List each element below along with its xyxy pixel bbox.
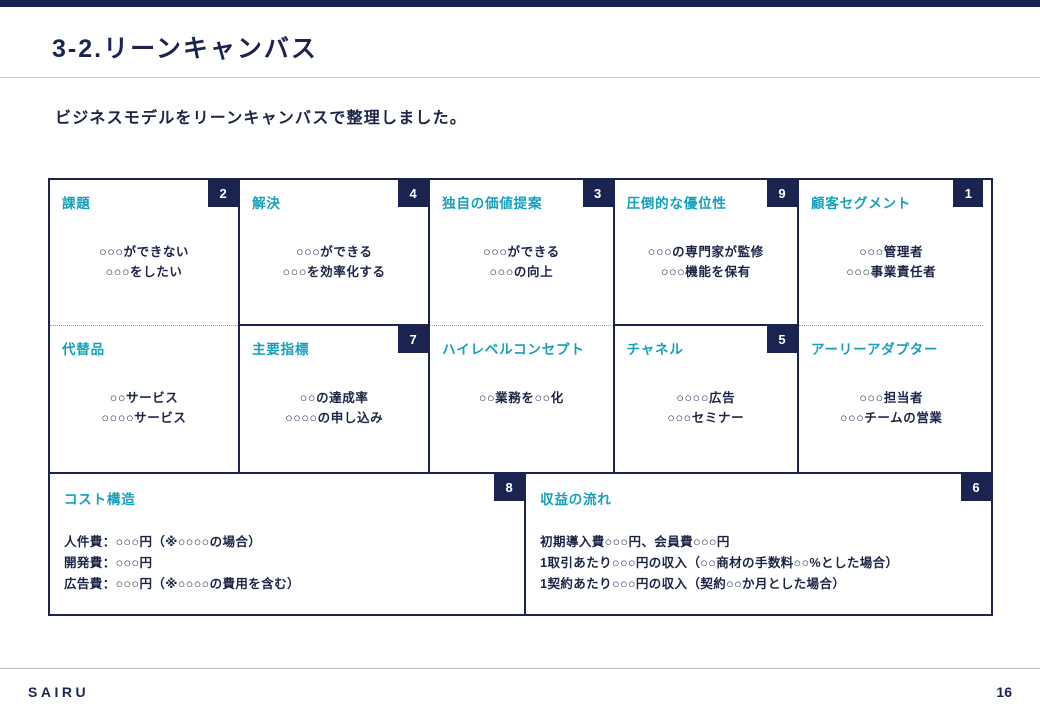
canvas-cell-cost-structure[interactable]: コスト構造 8 人件費：○○○円（※○○○○の場合） 開発費：○○○円 広告費：… — [50, 474, 527, 616]
cell-body-line: ○○○の専門家が監修 — [647, 245, 764, 259]
cell-body-line: ○○○○の申し込み — [285, 411, 384, 425]
cell-body: ○○○の専門家が監修 ○○○機能を保有 — [615, 242, 797, 282]
cell-body-line: ○○○ができる — [483, 245, 560, 259]
cell-body-line: ○○サービス — [109, 391, 179, 405]
cell-title: チャネル — [626, 342, 684, 357]
cell-body-line: ○○○チームの営業 — [839, 411, 943, 425]
cell-badge: 5 — [767, 326, 797, 353]
canvas-column-unfair-advantage: 圧倒的な優位性 9 ○○○の専門家が監修 ○○○機能を保有 チャネル 5 ○○○… — [614, 180, 799, 472]
footer-page-number: 16 — [996, 684, 1012, 700]
cell-body-line: ○○○○サービス — [101, 411, 187, 425]
lean-canvas: 課題 2 ○○○ができない ○○○をしたい 代替品 ○○サービス ○○○○サービ… — [48, 178, 993, 616]
top-accent-bar — [0, 0, 1040, 7]
cell-body: ○○○○広告 ○○○セミナー — [615, 388, 797, 428]
cell-title: 代替品 — [62, 342, 105, 357]
cell-body-line: ○○○セミナー — [667, 411, 745, 425]
canvas-cell-high-level-concept[interactable]: ハイレベルコンセプト ○○業務を○○化 — [430, 326, 612, 472]
canvas-cell-key-metrics[interactable]: 主要指標 7 ○○の達成率 ○○○○の申し込み — [240, 326, 429, 472]
canvas-column-customer-segments: 顧客セグメント 1 ○○○管理者 ○○○事業責任者 アーリーアダプター ○○○担… — [799, 180, 984, 472]
cell-title: コスト構造 — [64, 492, 136, 507]
cell-title: 収益の流れ — [540, 492, 612, 507]
cell-body-line: ○○○機能を保有 — [660, 265, 751, 279]
cell-body-line: 1取引あたり○○○円の収入（○○商材の手数料○○%とした場合） — [540, 556, 899, 570]
cell-title: 解決 — [252, 196, 281, 211]
canvas-cell-customer-segments[interactable]: 顧客セグメント 1 ○○○管理者 ○○○事業責任者 — [799, 180, 984, 326]
cell-body-line: ○○業務を○○化 — [478, 391, 564, 405]
cell-body-line: ○○○ができない — [99, 245, 190, 259]
cell-badge: 9 — [767, 180, 797, 207]
canvas-cell-unique-value-proposition[interactable]: 独自の価値提案 3 ○○○ができる ○○○の向上 — [430, 180, 613, 326]
cell-body: ○○○ができる ○○○を効率化する — [240, 242, 428, 282]
cell-body-line: ○○○の向上 — [489, 265, 554, 279]
cell-title: 独自の価値提案 — [442, 196, 543, 211]
header-divider — [0, 77, 1040, 78]
cell-body-line: ○○○事業責任者 — [846, 265, 937, 279]
lean-canvas-top-grid: 課題 2 ○○○ができない ○○○をしたい 代替品 ○○サービス ○○○○サービ… — [50, 180, 991, 472]
canvas-column-problem: 課題 2 ○○○ができない ○○○をしたい 代替品 ○○サービス ○○○○サービ… — [50, 180, 241, 472]
cell-body-line: ○○○ができる — [295, 245, 373, 259]
cell-body: ○○サービス ○○○○サービス — [50, 388, 238, 428]
lean-canvas-bottom-grid: コスト構造 8 人件費：○○○円（※○○○○の場合） 開発費：○○○円 広告費：… — [50, 472, 991, 616]
cell-body: ○○○管理者 ○○○事業責任者 — [799, 242, 983, 282]
page-title: 3-2.リーンキャンバス — [52, 35, 318, 63]
canvas-cell-revenue-streams[interactable]: 収益の流れ 6 初期導入費○○○円、会員費○○○円 1取引あたり○○○円の収入（… — [526, 474, 991, 616]
cell-body: ○○業務を○○化 — [430, 388, 612, 408]
cell-badge: 7 — [398, 326, 429, 353]
cell-title: 顧客セグメント — [811, 196, 912, 211]
footer-divider — [0, 668, 1040, 669]
cell-body-line: ○○○担当者 — [859, 391, 924, 405]
canvas-cell-unfair-advantage[interactable]: 圧倒的な優位性 9 ○○○の専門家が監修 ○○○機能を保有 — [614, 180, 797, 326]
footer-brand: SAIRU — [28, 684, 90, 700]
cell-body-line: ○○の達成率 — [299, 391, 369, 405]
cell-body-line: 広告費：○○○円（※○○○○の費用を含む） — [64, 577, 300, 591]
slide-header: 3-2.リーンキャンバス — [0, 7, 1040, 77]
cell-body-line: 1契約あたり○○○円の収入（契約○○か月とした場合） — [540, 577, 846, 591]
cell-body-line: 人件費：○○○円（※○○○○の場合） — [64, 535, 262, 549]
cell-title: 課題 — [62, 196, 91, 211]
cell-body-line: 初期導入費○○○円、会員費○○○円 — [540, 535, 730, 549]
cell-body: 人件費：○○○円（※○○○○の場合） 開発費：○○○円 広告費：○○○円（※○○… — [64, 532, 300, 595]
cell-title: ハイレベルコンセプト — [442, 342, 585, 357]
canvas-cell-early-adopters[interactable]: アーリーアダプター ○○○担当者 ○○○チームの営業 — [799, 326, 983, 472]
canvas-column-solution: 解決 4 ○○○ができる ○○○を効率化する 主要指標 7 ○○の達成率 ○○○… — [240, 180, 431, 472]
cell-body: ○○の達成率 ○○○○の申し込み — [240, 388, 428, 428]
cell-body-line: 開発費：○○○円 — [64, 556, 153, 570]
cell-badge: 2 — [208, 180, 239, 207]
cell-badge: 8 — [494, 474, 525, 501]
canvas-cell-alternatives[interactable]: 代替品 ○○サービス ○○○○サービス — [50, 326, 238, 472]
cell-body-line: ○○○管理者 — [859, 245, 924, 259]
canvas-column-value-proposition: 独自の価値提案 3 ○○○ができる ○○○の向上 ハイレベルコンセプト ○○業務… — [430, 180, 615, 472]
cell-title: アーリーアダプター — [811, 342, 939, 357]
cell-title: 主要指標 — [252, 342, 310, 357]
cell-body-line: ○○○○広告 — [676, 391, 736, 405]
cell-body: ○○○ができる ○○○の向上 — [430, 242, 612, 282]
cell-body: 初期導入費○○○円、会員費○○○円 1取引あたり○○○円の収入（○○商材の手数料… — [540, 532, 898, 595]
cell-body-line: ○○○を効率化する — [282, 265, 386, 279]
cell-body-line: ○○○をしたい — [105, 265, 183, 279]
canvas-cell-solution[interactable]: 解決 4 ○○○ができる ○○○を効率化する — [240, 180, 429, 326]
canvas-cell-problem[interactable]: 課題 2 ○○○ができない ○○○をしたい — [50, 180, 239, 326]
cell-badge: 4 — [398, 180, 429, 207]
canvas-cell-channels[interactable]: チャネル 5 ○○○○広告 ○○○セミナー — [615, 326, 797, 472]
cell-badge: 3 — [582, 180, 613, 207]
cell-body: ○○○担当者 ○○○チームの営業 — [799, 388, 983, 428]
cell-badge: 6 — [960, 474, 991, 501]
cell-body: ○○○ができない ○○○をしたい — [50, 242, 238, 282]
lead-text: ビジネスモデルをリーンキャンバスで整理しました。 — [55, 110, 468, 127]
cell-title: 圧倒的な優位性 — [626, 196, 727, 211]
cell-badge: 1 — [953, 180, 984, 207]
